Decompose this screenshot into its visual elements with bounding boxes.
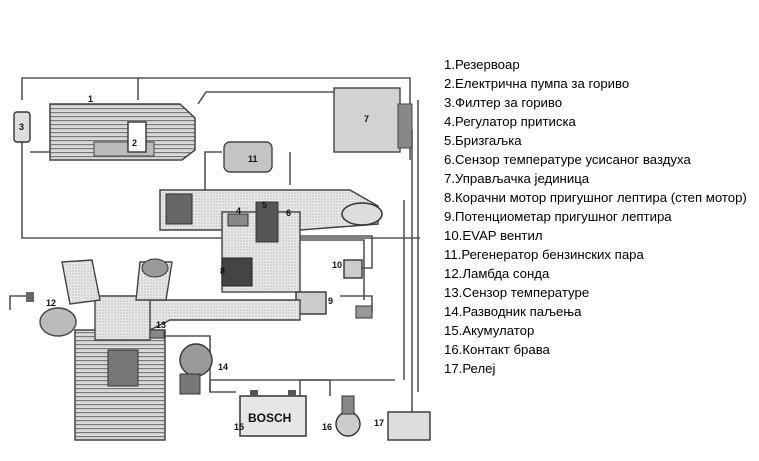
callout-2: 2 [132, 138, 137, 148]
fuel-vapor-canister [223, 141, 273, 173]
legend-item: 13.Сензор температуре [444, 285, 590, 300]
ignition-distributor [179, 343, 213, 395]
callout-10: 10 [332, 260, 342, 270]
legend-item: 2.Електрична пумпа за гориво [444, 76, 630, 91]
fuel-injection-system-diagram: BOSCH 1 2 3 4 5 6 7 8 9 10 11 12 13 14 1… [9, 77, 431, 441]
legend-item: 9.Потенциометар пригушног лептира [444, 209, 672, 224]
connector [355, 305, 373, 319]
legend-item: 14.Разводник паљења [444, 304, 582, 319]
callout-16: 16 [322, 422, 332, 432]
ignition-switch [335, 395, 361, 437]
legend-item: 8.Корачни мотор пригушног лептира (степ … [444, 190, 747, 205]
callout-labels: 1 2 3 4 5 6 7 8 9 10 11 12 13 14 15 16 1… [19, 94, 384, 432]
legend-item: 4.Регулатор притиска [444, 114, 576, 129]
temperature-sensor [149, 329, 165, 339]
component-legend: 1.Резервоар 2.Електрична пумпа за гориво… [444, 55, 756, 378]
electric-fuel-pump [127, 121, 147, 153]
legend-item: 5.Бризгаљка [444, 133, 522, 148]
legend-item: 12.Ламбда сонда [444, 266, 550, 281]
legend-item: 3.Филтер за гориво [444, 95, 563, 110]
callout-14: 14 [218, 362, 228, 372]
callout-8: 8 [220, 266, 225, 276]
legend-item: 11.Регенератор бензинских пара [444, 247, 644, 262]
callout-3: 3 [19, 122, 24, 132]
callout-5: 5 [262, 200, 267, 210]
relay [387, 411, 431, 441]
callout-6: 6 [286, 208, 291, 218]
legend-item: 7.Управљачка јединица [444, 171, 590, 186]
engine-block [61, 258, 173, 441]
throttle-body [221, 201, 301, 293]
callout-9: 9 [328, 296, 333, 306]
callout-7: 7 [364, 114, 369, 124]
callout-1: 1 [88, 94, 93, 104]
fuel-tank [49, 103, 196, 161]
fuel-filter [13, 111, 31, 143]
callout-17: 17 [374, 418, 384, 428]
callout-4: 4 [236, 206, 241, 216]
legend-item: 1.Резервоар [444, 57, 520, 72]
battery-brand-label: BOSCH [248, 411, 291, 425]
callout-12: 12 [46, 298, 56, 308]
lambda-sensor [26, 292, 77, 337]
evap-valve [343, 259, 363, 279]
legend-item: 10.EVAP вентил [444, 228, 543, 243]
legend-item: 6.Сензор температуре усисаног ваздуха [444, 152, 691, 167]
legend-item: 16.Контакт брава [444, 342, 550, 357]
legend-item: 15.Акумулатор [444, 323, 535, 338]
control-unit [333, 87, 413, 153]
callout-15: 15 [234, 422, 244, 432]
callout-13: 13 [156, 320, 166, 330]
legend-item: 17.Релеј [444, 361, 496, 376]
callout-11: 11 [248, 154, 258, 164]
battery: BOSCH [239, 390, 307, 437]
